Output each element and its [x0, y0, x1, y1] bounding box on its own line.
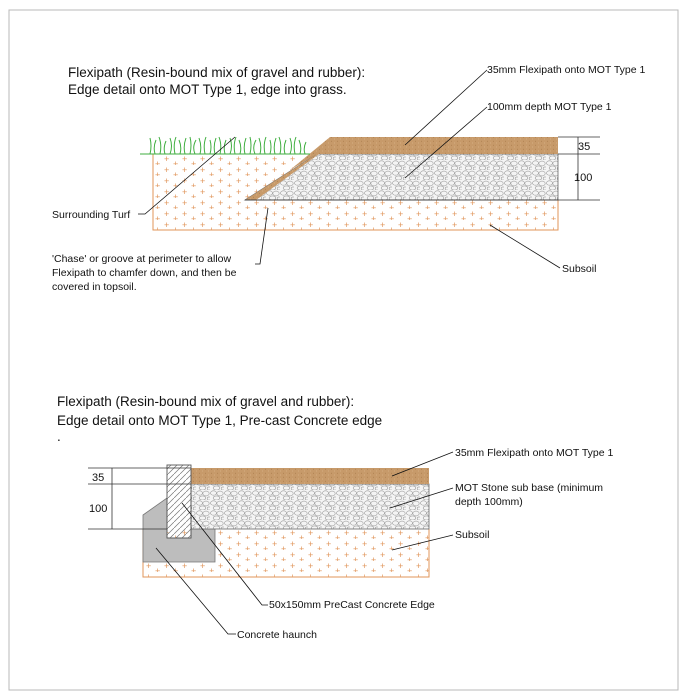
detail2-leaders	[155, 451, 454, 635]
detail-2: Flexipath (Resin-bound mix of gravel and…	[57, 394, 614, 641]
detail2-label-subsoil: Subsoil	[455, 529, 489, 541]
detail2-label-mot-1: MOT Stone sub base (minimum	[455, 482, 603, 494]
detail1-grass	[140, 136, 310, 155]
detail2-label-edge: 50x150mm PreCast Concrete Edge	[269, 599, 435, 611]
detail1-label-subsoil: Subsoil	[562, 263, 596, 275]
detail-1: Flexipath (Resin-bound mix of gravel and…	[52, 64, 646, 293]
detail1-label-chase-2: Flexipath to chamfer down, and then be	[52, 267, 237, 279]
detail2-resin-layer	[191, 468, 429, 484]
detail1-title-line1: Flexipath (Resin-bound mix of gravel and…	[68, 65, 365, 80]
detail1-subsoil-outline	[152, 154, 559, 231]
detail1-resin-top	[290, 137, 558, 170]
detail1-label-chase-3: covered in topsoil.	[52, 281, 137, 293]
detail1-leaders	[138, 69, 561, 269]
detail2-dimensions	[88, 467, 191, 530]
detail2-title-line2: Edge detail onto MOT Type 1, Pre-cast Co…	[57, 413, 382, 428]
detail2-precast-edge	[166, 464, 192, 539]
detail2-title-dot: .	[57, 429, 61, 444]
detail2-dim-35: 35	[92, 472, 104, 484]
detail1-label-mot: 100mm depth MOT Type 1	[487, 101, 612, 113]
detail2-title-line1: Flexipath (Resin-bound mix of gravel and…	[57, 394, 354, 409]
detail1-label-turf: Surrounding Turf	[52, 209, 130, 221]
detail1-label-chase-1: 'Chase' or groove at perimeter to allow	[52, 253, 232, 265]
detail2-label-flexipath: 35mm Flexipath onto MOT Type 1	[455, 447, 614, 459]
detail1-dim-35: 35	[578, 141, 590, 153]
detail1-title-line2: Edge detail onto MOT Type 1, edge into g…	[68, 82, 347, 97]
detail2-label-haunch: Concrete haunch	[237, 629, 317, 641]
detail1-dim-100: 100	[574, 172, 592, 184]
sheet-border	[8, 9, 679, 691]
detail2-dim-100: 100	[89, 503, 107, 515]
detail1-dimensions	[558, 136, 600, 201]
detail2-gravel-layer	[190, 483, 430, 530]
detail2-label-mot-2: depth 100mm)	[455, 496, 523, 508]
detail1-label-flexipath: 35mm Flexipath onto MOT Type 1	[487, 64, 646, 76]
